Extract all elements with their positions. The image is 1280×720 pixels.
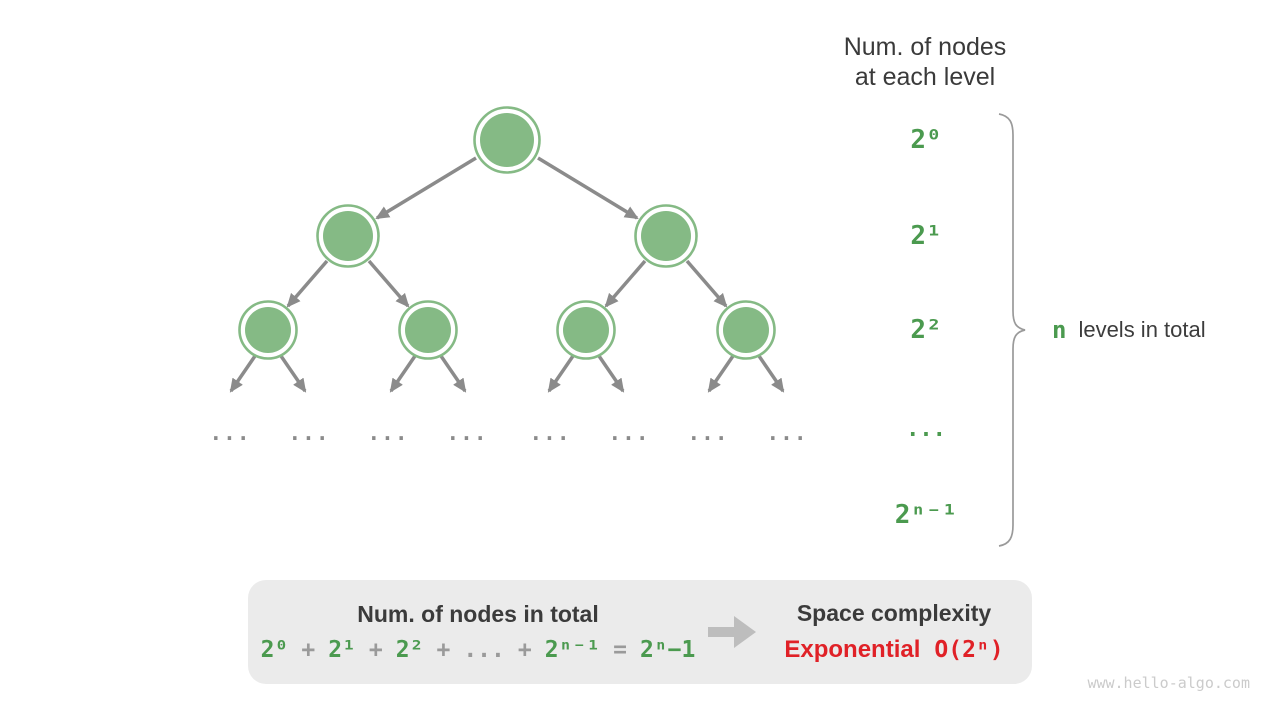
edge-arrow	[537, 156, 639, 220]
right-column-heading: Num. of nodes at each level	[795, 32, 1055, 92]
levels-total-n: n	[1052, 316, 1067, 344]
subtree-ellipsis: ...	[529, 421, 571, 445]
formula-token: 2⁰	[260, 637, 289, 663]
formula-token: +	[301, 637, 316, 663]
tree-node	[323, 211, 373, 261]
complexity-name: Exponential	[784, 636, 921, 663]
space-complexity-title: Space complexity	[796, 600, 992, 626]
subtree-ellipsis: ...	[288, 421, 330, 445]
subtree-ellipsis: ...	[367, 421, 409, 445]
level-count-2-1: 2¹	[910, 221, 942, 251]
formula-token: +	[436, 637, 451, 663]
level-count-2-n-1: 2ⁿ⁻¹	[894, 500, 958, 530]
total-nodes-formula: 2⁰ + 2¹ + 2² + ... + 2ⁿ⁻¹ = 2ⁿ−1	[261, 637, 696, 663]
tree-node	[641, 211, 691, 261]
subtree-ellipsis: ...	[687, 421, 729, 445]
subtree-ellipsis: ...	[608, 421, 650, 445]
tree-node	[723, 307, 769, 353]
subtree-ellipsis: ...	[766, 421, 808, 445]
tree-edges	[229, 156, 785, 393]
formula-token: ...	[463, 637, 505, 663]
tree-nodes	[238, 106, 776, 360]
summary-box: Num. of nodes in total 2⁰ + 2¹ + 2² + ..…	[248, 580, 1032, 684]
edge-arrow	[279, 355, 307, 393]
edge-arrow	[604, 259, 647, 308]
edge-arrow	[286, 259, 329, 308]
heading-line-2: at each level	[854, 63, 996, 91]
levels-total-label: n levels in total	[1052, 314, 1206, 346]
level-count-2-0: 2⁰	[910, 125, 942, 155]
edge-arrow	[389, 355, 417, 393]
complexity-notation: O(2ⁿ)	[934, 637, 1004, 663]
edge-arrow	[757, 355, 785, 393]
edge-arrow	[597, 355, 625, 393]
heading-line-1: Num. of nodes	[843, 33, 1007, 61]
space-complexity-section: Space complexity Exponential O(2ⁿ)	[756, 600, 1032, 664]
space-complexity-value: Exponential O(2ⁿ)	[784, 636, 1003, 664]
total-nodes-title: Num. of nodes in total	[357, 601, 599, 627]
tree-node	[563, 307, 609, 353]
implies-arrow-icon	[708, 613, 756, 651]
edge-arrow	[707, 355, 735, 393]
level-count-ellipsis: ...	[906, 417, 946, 442]
total-nodes-section: Num. of nodes in total 2⁰ + 2¹ + 2² + ..…	[248, 601, 708, 663]
level-count-2-2: 2²	[910, 315, 942, 345]
edge-arrow	[685, 259, 728, 308]
formula-token: +	[368, 637, 383, 663]
edge-arrow	[439, 355, 467, 393]
formula-token: 2¹	[328, 637, 356, 663]
formula-token: +	[517, 637, 532, 663]
edge-arrow	[229, 355, 257, 393]
formula-token: 2²	[395, 637, 424, 663]
edge-arrow	[367, 259, 410, 308]
edge-arrow	[375, 156, 477, 220]
formula-token: 2ⁿ−1	[639, 637, 696, 663]
watermark: www.hello-algo.com	[1087, 674, 1250, 692]
edge-arrow	[547, 355, 575, 393]
subtree-ellipsis: ...	[446, 421, 488, 445]
formula-token: =	[613, 637, 627, 663]
tree-node	[245, 307, 291, 353]
tree-node-root	[480, 113, 534, 167]
levels-brace	[998, 113, 1026, 547]
tree-node	[405, 307, 451, 353]
subtree-ellipsis: ...	[209, 421, 251, 445]
formula-token: 2ⁿ⁻¹	[544, 637, 601, 663]
levels-total-text: levels in total	[1078, 317, 1206, 342]
